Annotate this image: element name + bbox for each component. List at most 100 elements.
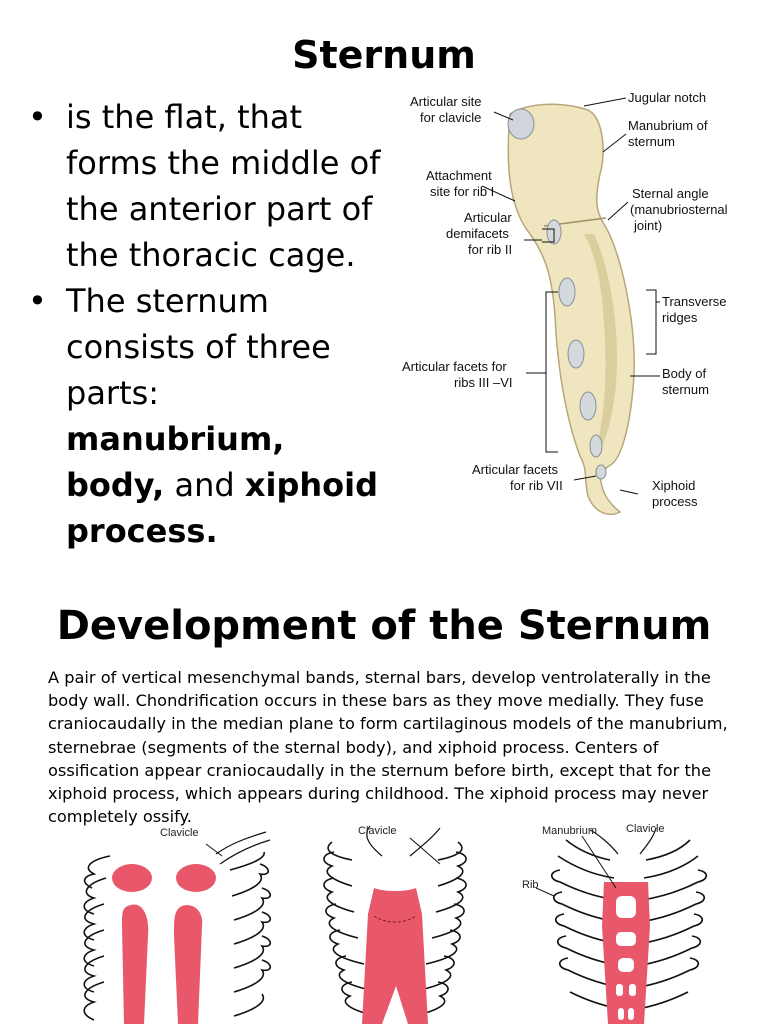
ribs-stage-2 [323,825,467,1017]
label-body-sternum: sternum [662,382,709,397]
sternebra-4b [628,1008,634,1020]
bullet-text: is the flat, that forms the middle of th… [66,98,381,274]
ribs-stage-3 [550,827,708,1011]
leader-c [581,835,617,889]
term-xiphoid-process: xiphoid process. [66,466,379,550]
rib7-facet [595,464,607,480]
rib6-facet [589,434,603,458]
fused-sternum-cartilage [602,882,650,1024]
sternebra-3b [629,984,636,996]
fusion-line [373,915,417,923]
svg-text:sternum: sternum [662,382,709,397]
term-manubrium: manubrium, [66,420,285,458]
label-clavicle-a: Clavicle [160,827,199,839]
label-transverse: Transverse [662,294,727,309]
sternal-bar-right-top [176,864,216,892]
sternebra-2 [618,958,634,972]
svg-text:site for rib I: site for rib I [430,184,494,199]
sternal-bar-left-top [112,864,152,892]
leader-d [535,887,555,897]
sternebra-1 [616,932,636,946]
svg-text:Clavicle: Clavicle [626,823,665,835]
label-articular-facets: Articular facets [472,462,558,477]
label-for-rib-ii: for rib II [468,242,512,257]
svg-text:Sternal angle: Sternal angle [632,186,709,201]
label-process: process [652,494,698,509]
label-sternal-angle: Sternal angle [632,186,709,201]
term-body: body, [66,466,165,504]
svg-text:sternum: sternum [628,134,675,149]
leader-a [205,843,223,857]
sternum-shade [584,234,618,458]
slide-title-sternum: Sternum [292,33,476,77]
label-for-clavicle: for clavicle [420,110,481,125]
development-diagram: Clavicle Clavicle [83,823,708,1024]
svg-text:Manubrium of: Manubrium of [628,118,708,133]
svg-text:Clavicle: Clavicle [160,827,199,839]
svg-text:Jugular notch: Jugular notch [628,90,706,105]
bullet-text-and: and [164,466,245,504]
label-joint: joint) [633,218,662,233]
bullet-text-prefix: The sternum consists of three parts: [66,282,331,412]
label-facets-iii-vi: Articular facets for [402,359,507,374]
rib5-facet [579,391,597,421]
label-manubrium: Manubrium of [628,118,708,133]
label-for-rib-vii: for rib VII [510,478,563,493]
sternal-bar-left [122,904,149,1024]
sternebra-4a [618,1008,624,1020]
svg-text:Articular: Articular [464,210,512,225]
svg-text:ridges: ridges [662,310,698,325]
label-jugular-notch: Jugular notch [628,90,706,105]
label-articular: Articular [464,210,512,225]
rib4-facet [567,339,585,369]
label-articular-site: Articular site [410,94,482,109]
svg-text:Manubrium: Manubrium [542,825,597,837]
leader-lines [481,97,660,495]
svg-text:Articular facets: Articular facets [472,462,558,477]
fusing-sternal-bars [362,888,428,1024]
label-site-rib-i: site for rib I [430,184,494,199]
sternebra-3a [616,984,623,996]
svg-text:for rib VII: for rib VII [510,478,563,493]
label-attachment: Attachment [426,168,492,183]
bullet-item-definition: is the flat, that forms the middle of th… [26,94,386,278]
label-clavicle-b: Clavicle [358,825,397,837]
manubrium-ossification [616,896,636,918]
clavicle-notch [507,108,535,140]
svg-text:Attachment: Attachment [426,168,492,183]
svg-text:Articular site: Articular site [410,94,482,109]
label-demifacets: demifacets [446,226,509,241]
svg-text:Articular facets for: Articular facets for [402,359,507,374]
svg-text:for clavicle: for clavicle [420,110,481,125]
svg-text:Xiphoid: Xiphoid [652,478,695,493]
label-ridges: ridges [662,310,698,325]
ribs-stage-1 [83,831,272,1021]
slide-title-development: Development of the Sternum [56,603,712,649]
svg-text:process: process [652,494,698,509]
label-manubrium-sternum: sternum [628,134,675,149]
svg-text:joint): joint) [633,218,662,233]
label-manubrium-dev: Manubrium [542,825,597,837]
development-paragraph: A pair of vertical mesenchymal bands, st… [48,668,728,827]
rib3-facet [558,277,576,307]
svg-text:demifacets: demifacets [446,226,509,241]
svg-text:Clavicle: Clavicle [358,825,397,837]
label-xiphoid: Xiphoid [652,478,695,493]
label-clavicle-c: Clavicle [626,823,665,835]
bullet-item-parts: The sternum consists of three parts: man… [26,278,386,554]
bullet-list: is the flat, that forms the middle of th… [26,94,386,554]
svg-text:Body of: Body of [662,366,706,381]
label-ribs-iii-vi: ribs III –VI [454,375,513,390]
svg-text:(manubriosternal: (manubriosternal [630,202,728,217]
svg-text:Transverse: Transverse [662,294,727,309]
sternum-diagram: Articular site for clavicle Jugular notc… [402,90,728,516]
label-body-of: Body of [662,366,706,381]
leader-b [409,837,441,865]
svg-text:ribs III –VI: ribs III –VI [454,375,513,390]
sternum-bone [507,103,635,516]
sternal-bar-right [174,905,203,1024]
label-manubriosternal: (manubriosternal [630,202,728,217]
svg-text:Rib: Rib [522,879,539,891]
svg-text:for rib II: for rib II [468,242,512,257]
label-rib: Rib [522,879,539,891]
